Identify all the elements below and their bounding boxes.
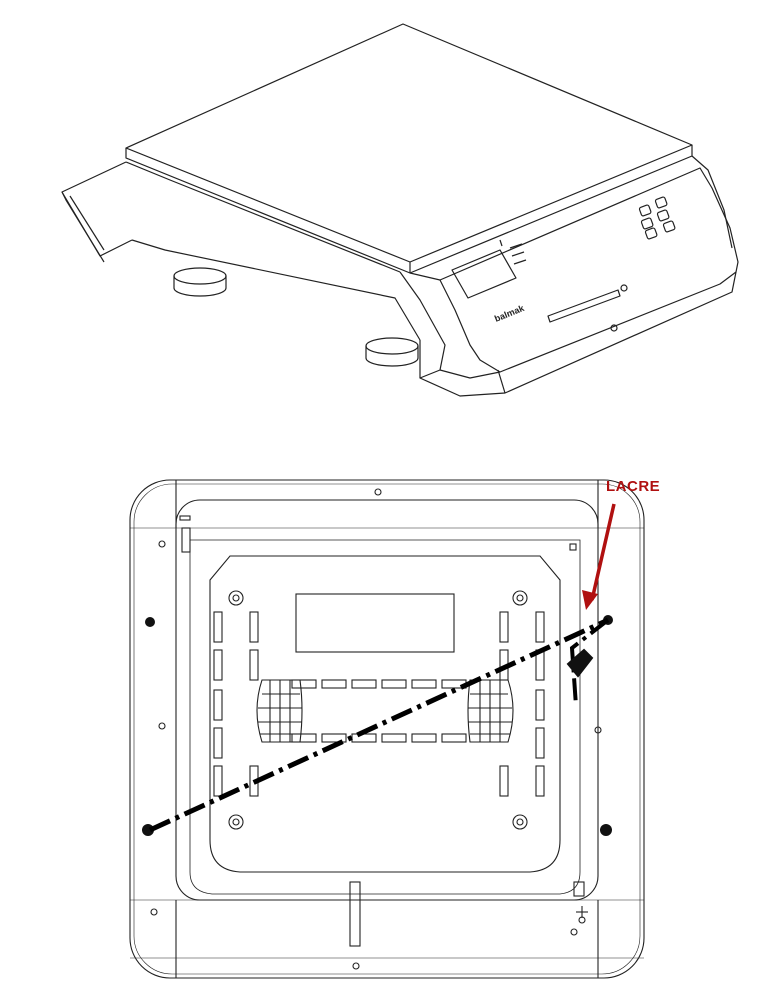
key-button (638, 204, 652, 217)
key-button (656, 209, 670, 222)
grille-right (467, 679, 514, 743)
vent-slots-right (499, 611, 545, 797)
seal-label: LACRE (606, 478, 661, 495)
weighing-platter (125, 23, 693, 274)
keypad (638, 196, 676, 240)
seal-wire (148, 617, 610, 833)
left-handle (61, 161, 133, 263)
screw-holes (150, 488, 602, 970)
scale-perspective-view: balmak (61, 23, 739, 397)
scale-bottom-view (129, 479, 645, 979)
brand-logo-text: balmak (493, 303, 526, 324)
display-window (451, 239, 527, 299)
base-plate (209, 555, 561, 873)
key-button (654, 196, 668, 209)
seal-lead (566, 648, 594, 678)
vent-slots-center (291, 679, 467, 743)
grille-left (256, 679, 303, 743)
vent-slots-left (213, 611, 259, 797)
inner-housing (175, 499, 599, 901)
key-button (640, 217, 654, 230)
scale-body (125, 155, 739, 397)
display-cutout (295, 593, 455, 653)
outer-frame (129, 479, 645, 979)
scale-feet (173, 267, 419, 367)
key-button (662, 220, 676, 233)
key-button (644, 227, 658, 240)
seal-arrow (582, 503, 616, 610)
card-slot (547, 284, 628, 332)
